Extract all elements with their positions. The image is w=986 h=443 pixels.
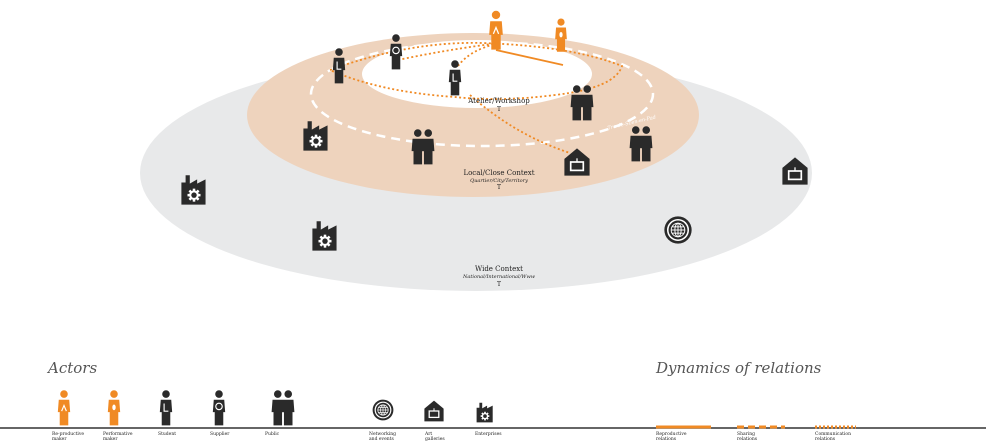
local-zone-subtitle: Quartier/City/Territory [470,178,528,184]
communication-line-to-gallery [469,94,571,154]
wide-zone-subtitle: National/International/Www [462,274,536,280]
legend-art-gallery-label: Art galleries [424,431,445,442]
legend-public-icon [271,390,295,426]
legend-supplier-label: Supplier [210,431,230,437]
wide-zone-title: Wide Context [475,265,523,273]
networking-figure-wide [663,215,693,245]
local-zone-title: Local/Close Context [463,169,534,177]
reproductive-maker-figure [489,10,503,50]
wide-zone-label: Wide Context National/International/Www … [462,265,536,288]
reproductive-relation-line [495,49,564,66]
legend-sharing-relation-label: Sharing relations [737,431,758,442]
legend-student-label: Student [158,431,176,437]
workshop-zone-title: Atelier/Workshop [467,97,530,105]
supplier-figure-workshop [389,34,403,70]
legend-performative-maker-icon [107,390,121,426]
legend-reproductive-maker-icon [57,390,71,426]
legend-enterprise-icon [475,401,494,424]
legend-networking-icon [372,399,394,421]
workshop-zone-mark: T [497,106,501,113]
workshop-zone [362,40,592,108]
supplier-figure-local [332,48,346,84]
legend-networking-label: Networking and events [369,431,398,442]
legend-communication-relation-label: Communication relations [815,431,852,442]
communication-line-supplier [397,43,493,61]
local-zone-mark: T [497,184,501,191]
legend-reproductive-maker-label: Re-productive maker [52,431,86,442]
actors-section-title: Actors [46,359,97,377]
legend-public-label: Public [265,431,280,437]
performative-maker-figure [555,18,567,52]
local-zone-label: Local/Close Context Quartier/City/Territ… [463,169,534,191]
student-figure [448,60,462,96]
legend-reproductive-relation-label: Reproductive relations [656,431,688,442]
legend-performative-maker-label: Performative maker [103,431,134,442]
workshop-zone-label: Atelier/Workshop T [467,97,530,113]
legend-supplier-icon [212,390,226,426]
wide-zone-mark: T [497,281,501,288]
legend-student-icon [159,390,173,426]
legend-enterprise-label: Enterprises [475,431,502,437]
legend-art-gallery-icon [423,399,445,423]
dynamics-section-title: Dynamics of relations [655,359,822,377]
communication-line-inner-ring [327,41,624,100]
